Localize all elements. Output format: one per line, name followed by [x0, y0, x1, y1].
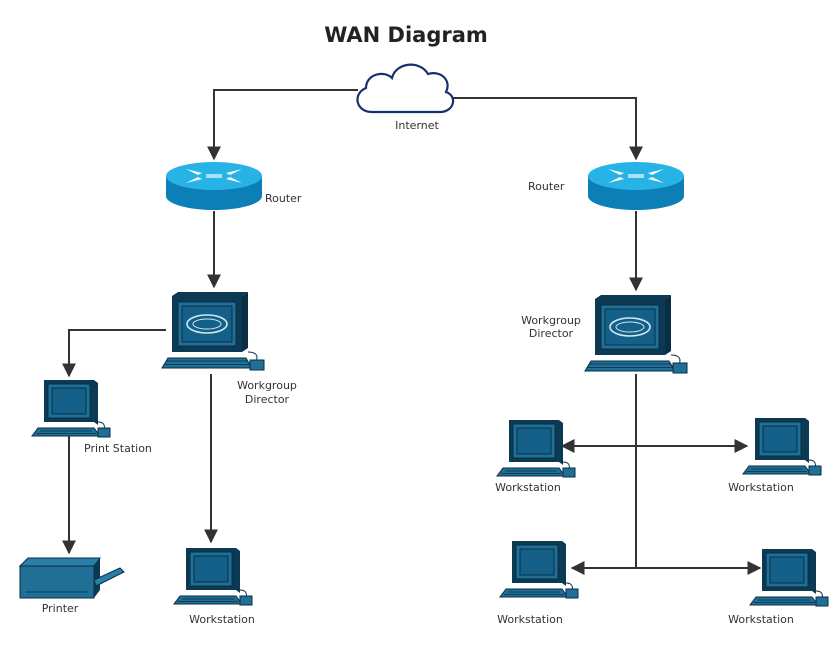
router-right: Router [528, 162, 684, 210]
director-right-label-line1: Workgroup [521, 314, 581, 327]
workstation-r4-label: Workstation [728, 613, 794, 626]
printer-label: Printer [42, 602, 79, 615]
workstation-r2: Workstation [728, 417, 822, 494]
workstation-r3-label: Workstation [497, 613, 563, 626]
printer-icon [19, 557, 125, 599]
workgroup-director-icon [161, 291, 265, 371]
connection-internet-router-right [452, 97, 643, 161]
connection-internet-router-left [207, 89, 358, 161]
workgroup-director-right: Workgroup Director [521, 294, 688, 374]
workstation-left: Workstation [173, 547, 255, 626]
workstation-r4: Workstation [728, 548, 829, 626]
router-left-label: Router [265, 192, 302, 205]
cloud-icon [356, 63, 455, 114]
director-left-label-line1: Workgroup [237, 379, 297, 392]
internet-node: Internet [356, 63, 455, 132]
workstation-r1: Workstation [495, 419, 576, 494]
workstation-icon [173, 547, 253, 606]
router-icon [588, 162, 684, 210]
workstation-r2-label: Workstation [728, 481, 794, 494]
workstation-icon [742, 417, 822, 476]
workgroup-director-left: Workgroup Director [161, 291, 297, 406]
router-icon [166, 162, 262, 210]
workstation-icon [496, 419, 576, 478]
workstation-left-label: Workstation [189, 613, 255, 626]
connection-director-print-station [62, 329, 166, 378]
connections [62, 89, 762, 575]
workstation-r1-label: Workstation [495, 481, 561, 494]
workstation-r3: Workstation [497, 540, 579, 626]
internet-label: Internet [395, 119, 439, 132]
director-left-label-line2: Director [245, 393, 290, 406]
page-title: WAN Diagram [324, 23, 488, 47]
workstation-icon [749, 548, 829, 607]
workgroup-director-icon [584, 294, 688, 374]
workstation-icon [499, 540, 579, 599]
print-station-label: Print Station [84, 442, 152, 455]
router-right-label: Router [528, 180, 565, 193]
print-station: Print Station [31, 379, 152, 455]
router-left: Router [166, 162, 302, 210]
director-right-label-line2: Director [529, 327, 574, 340]
workstation-icon [31, 379, 111, 438]
printer: Printer [19, 557, 125, 615]
